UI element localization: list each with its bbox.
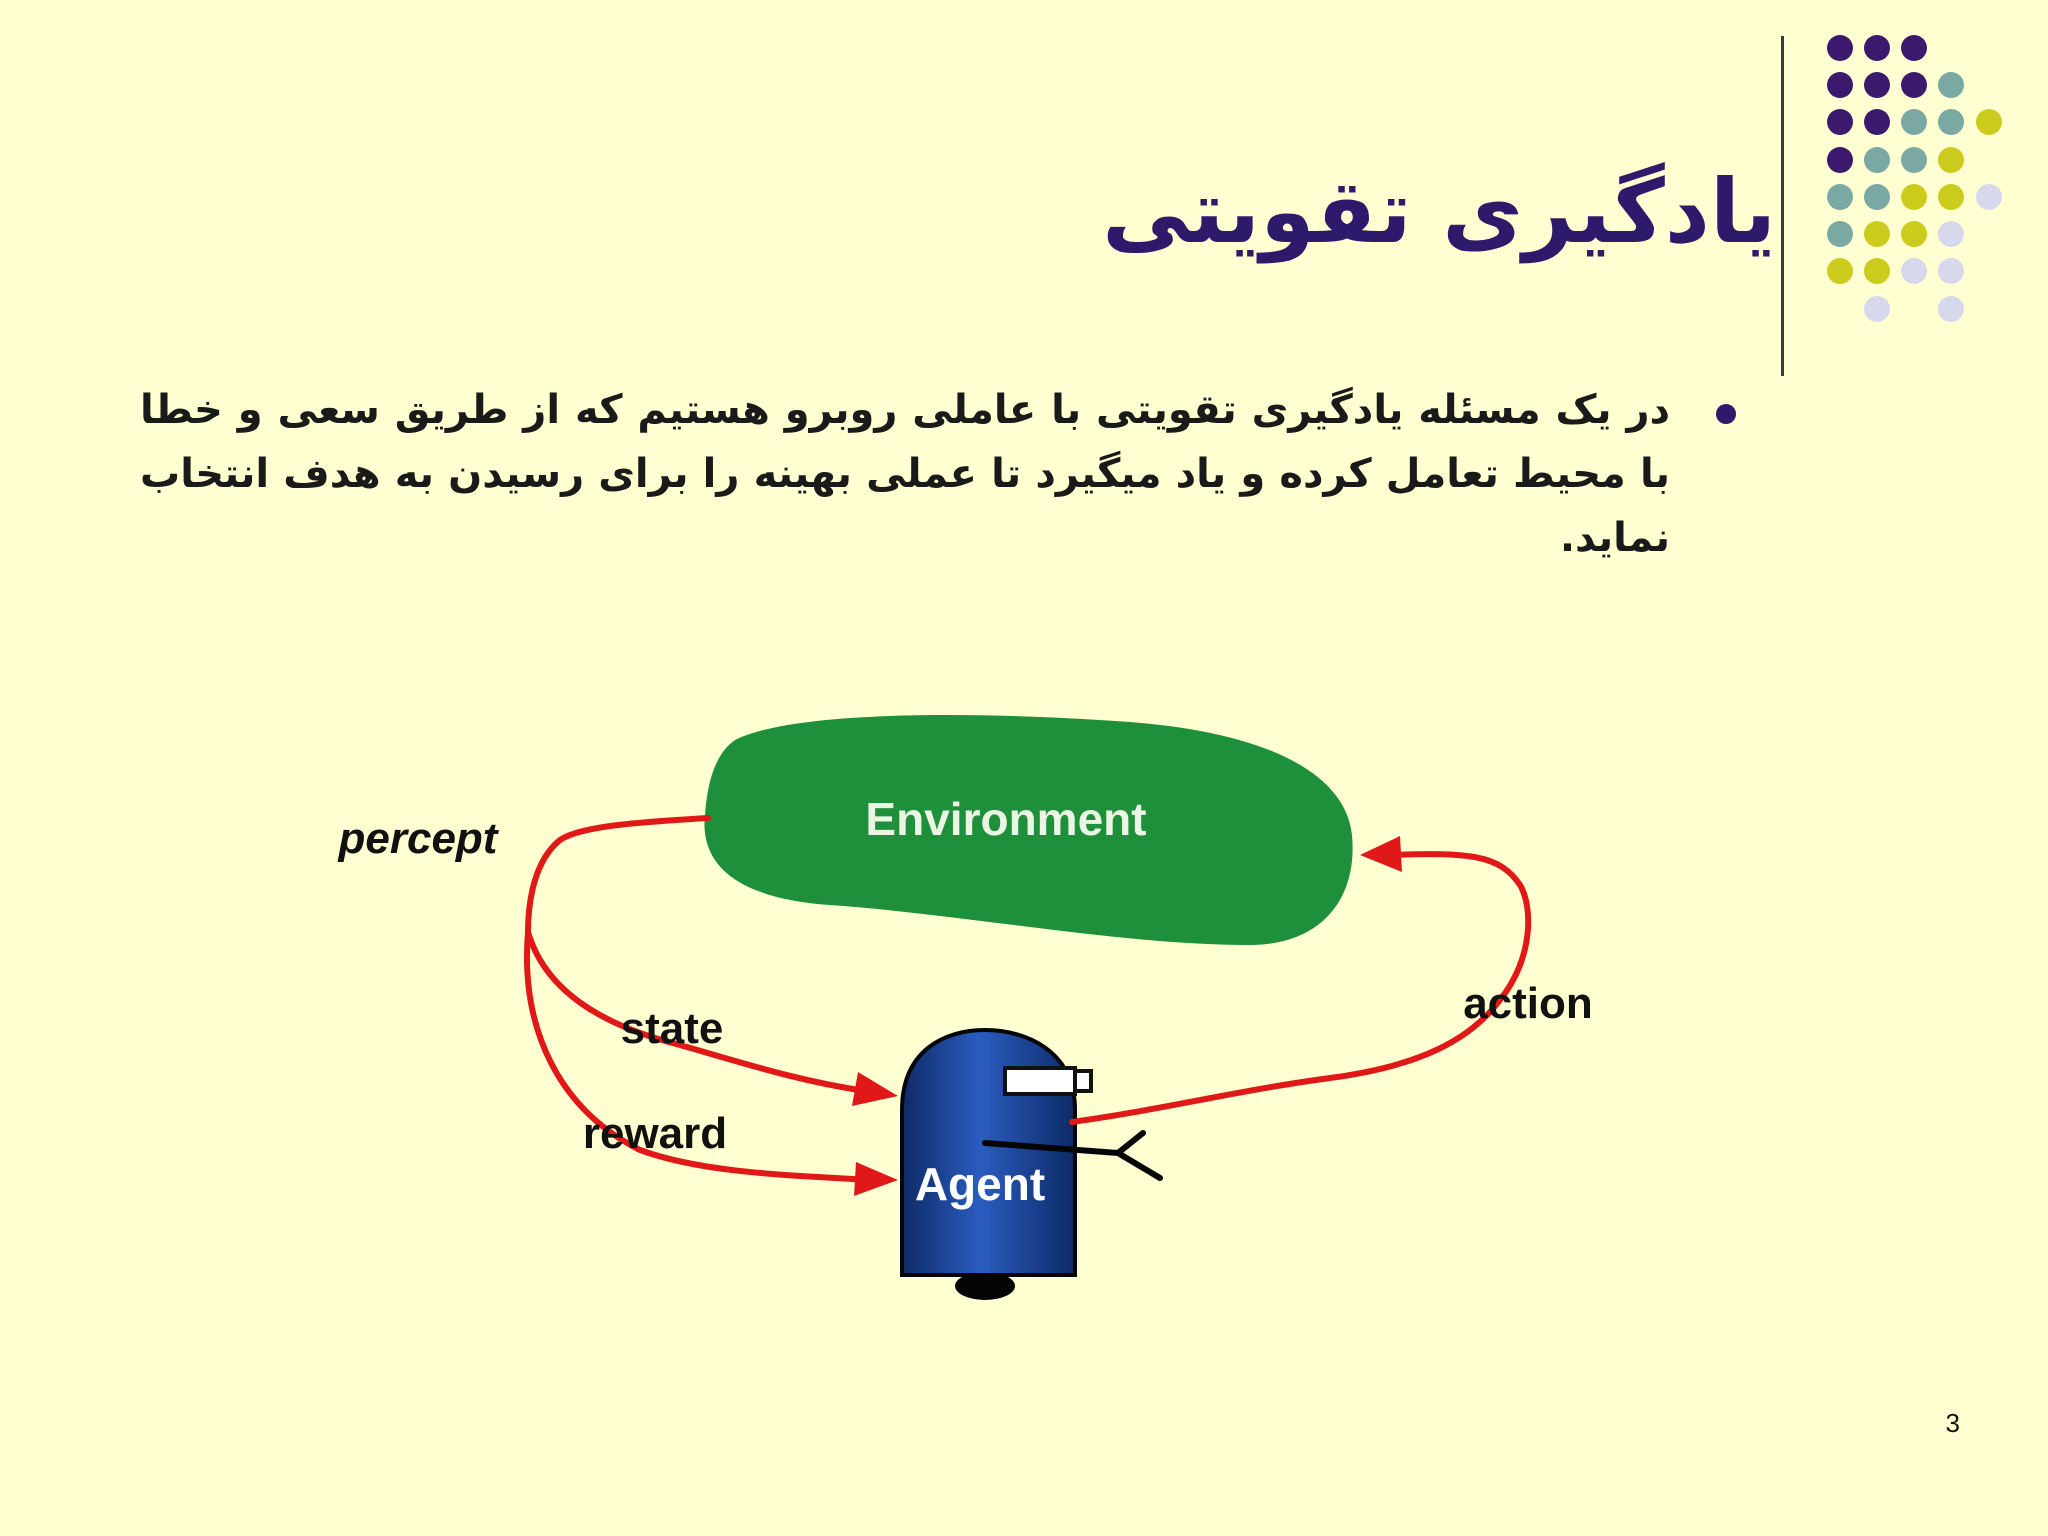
dot-icon [1827, 35, 1853, 61]
agent-label: Agent [915, 1158, 1045, 1210]
dot-icon [1901, 109, 1927, 135]
dot-icon [1864, 184, 1890, 210]
state-label: state [621, 1004, 724, 1053]
dot-icon [1901, 221, 1927, 247]
dot-icon [1864, 147, 1890, 173]
dot-icon [1938, 72, 1964, 98]
slide-title: یادگیری تقویتی [1102, 160, 1776, 263]
dot-icon [1827, 147, 1853, 173]
dot-icon [1864, 221, 1890, 247]
dot-icon [1901, 72, 1927, 98]
page-number: 3 [1945, 1408, 1960, 1438]
percept-label: percept [338, 814, 500, 863]
reward-label: reward [583, 1109, 727, 1158]
agent-eye [1003, 1066, 1077, 1096]
environment-label: Environment [865, 793, 1146, 845]
bullet-text: در یک مسئله یادگیری تقویتی با عاملی روبر… [140, 387, 1670, 561]
title-divider [1781, 36, 1784, 376]
dot-icon [1938, 109, 1964, 135]
reward-arrowhead [854, 1162, 898, 1196]
percept-arrow [525, 815, 711, 935]
dot-icon [1976, 109, 2002, 135]
agent-gripper [982, 1130, 1163, 1181]
dot-icon [1827, 184, 1853, 210]
dot-icon [1901, 258, 1927, 284]
dot-icon [1938, 184, 1964, 210]
dot-icon [1864, 109, 1890, 135]
dot-icon [1864, 72, 1890, 98]
dot-icon [1976, 184, 2002, 210]
bullet-icon [1716, 404, 1736, 424]
arrows [524, 815, 1532, 1183]
dot-icon [1938, 147, 1964, 173]
dot-icon [1827, 258, 1853, 284]
dot-icon [1827, 221, 1853, 247]
state-arrow [525, 929, 875, 1095]
dot-icon [1827, 109, 1853, 135]
decorative-dot-grid [0, 0, 2048, 400]
action-arrow [1069, 851, 1532, 1125]
agent-figure: Agent [900, 1027, 1163, 1300]
dot-icon [1938, 296, 1964, 322]
environment-shape [704, 715, 1353, 945]
dot-icon [1827, 72, 1853, 98]
agent-base [955, 1272, 1015, 1300]
dot-icon [1938, 221, 1964, 247]
action-arrowhead [1360, 836, 1402, 872]
dot-icon [1864, 258, 1890, 284]
dot-icon [1901, 184, 1927, 210]
dot-icon [1864, 35, 1890, 61]
agent-eye-lens [1073, 1069, 1093, 1093]
action-label: action [1463, 979, 1593, 1028]
reward-arrow [524, 929, 875, 1183]
dot-icon [1938, 258, 1964, 284]
dot-icon [1901, 35, 1927, 61]
dot-icon [1901, 147, 1927, 173]
state-arrowhead [852, 1072, 898, 1106]
dot-icon [1864, 296, 1890, 322]
